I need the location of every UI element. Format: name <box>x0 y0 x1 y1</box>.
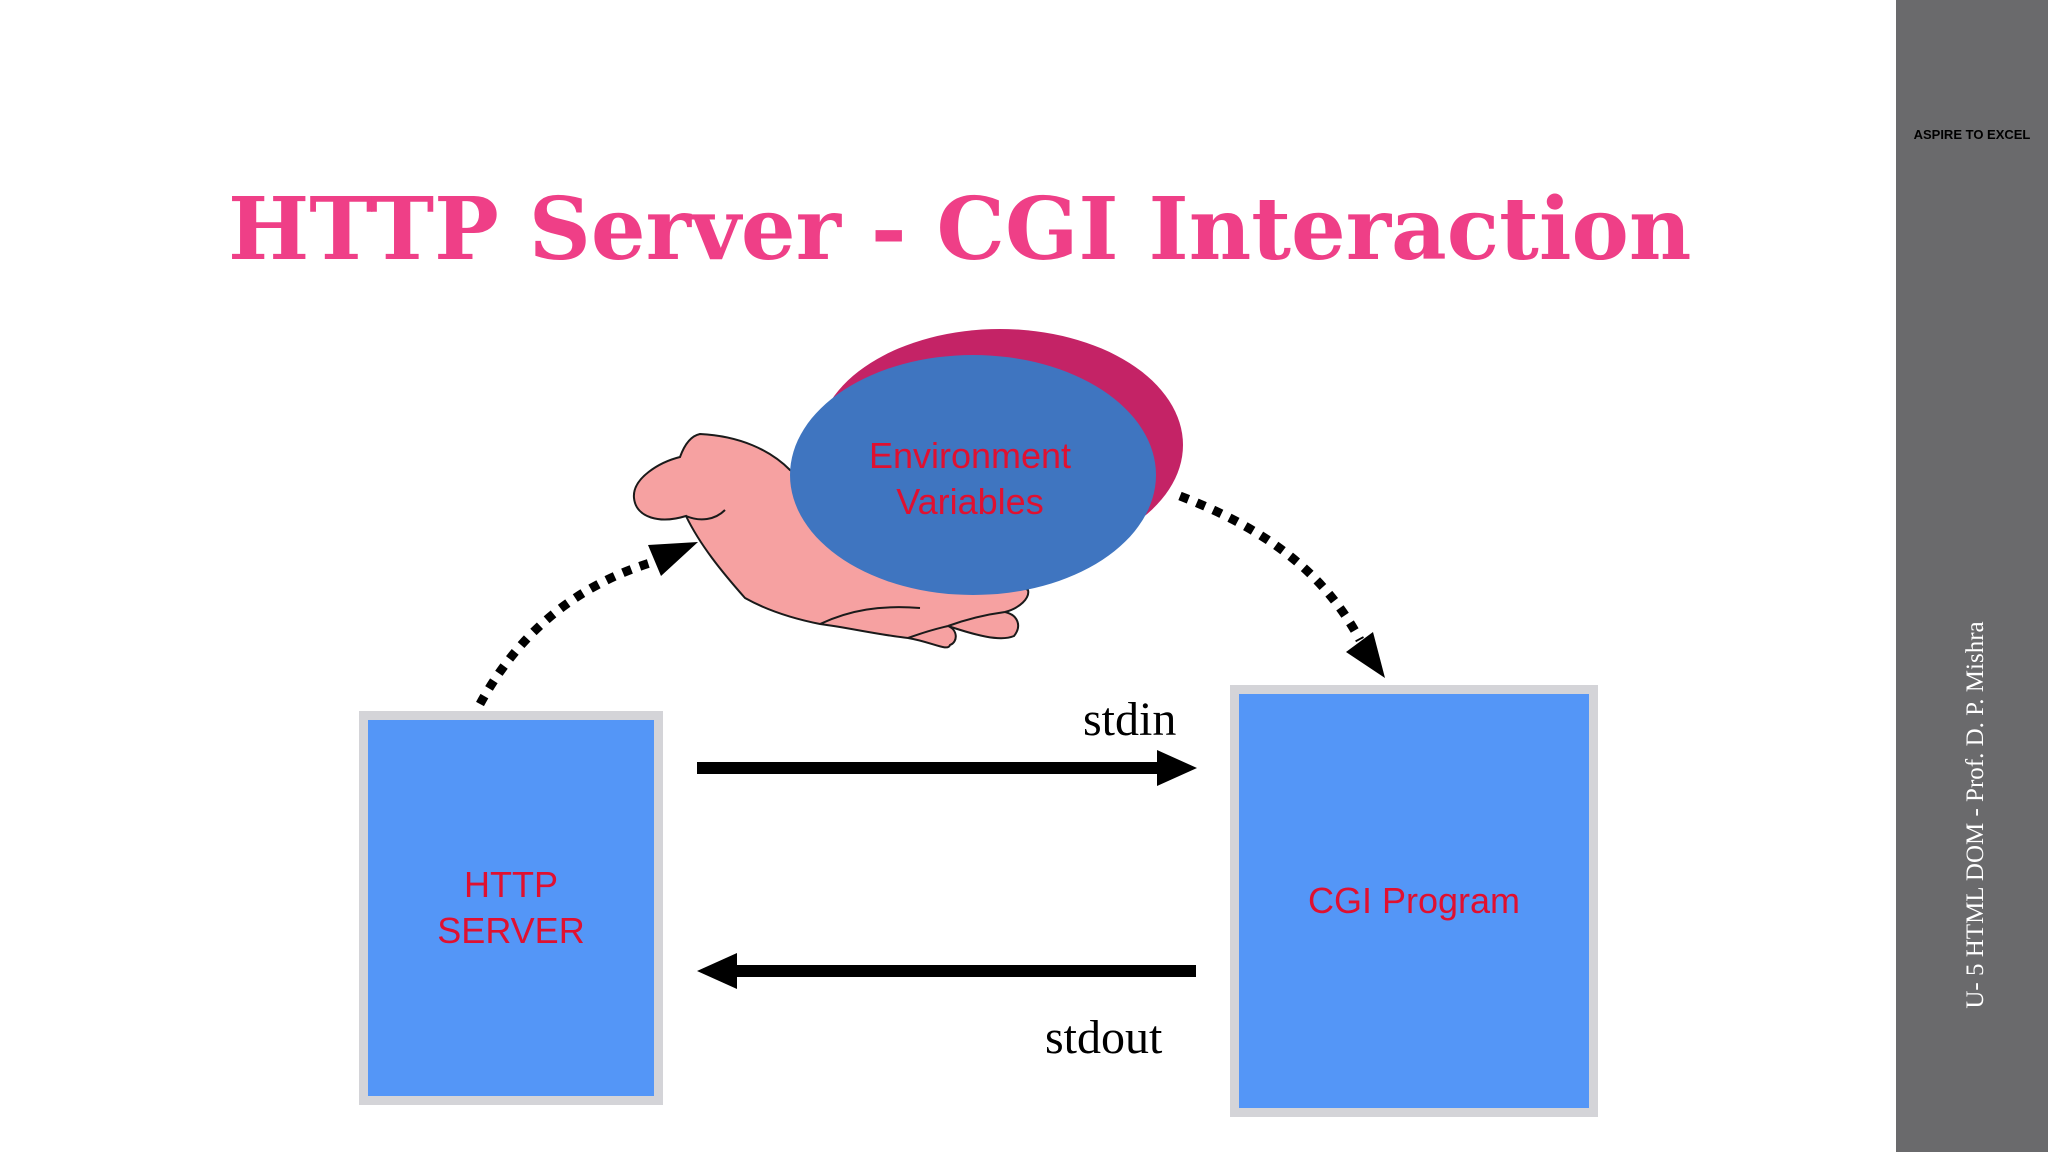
http-server-box: HTTP SERVER <box>359 711 663 1105</box>
environment-variables-label: Environment Variables <box>810 433 1130 533</box>
slide-title: HTTP Server - CGI Interaction <box>228 179 1692 280</box>
sidebar-footer-text: U- 5 HTML DOM - Prof. D. P. Mishra <box>1962 621 1989 1009</box>
dotted-arrow-server-to-env-head <box>648 542 698 576</box>
sidebar <box>1896 0 2048 1152</box>
cgi-program-box: CGI Program <box>1230 685 1598 1117</box>
hand-finger-line-2 <box>819 606 921 625</box>
http-server-label-line-1: HTTP <box>464 864 558 905</box>
stdin-label: stdin <box>1083 693 1177 746</box>
http-server-label-line-2: SERVER <box>437 910 585 951</box>
stdin-arrow-head <box>1157 750 1197 786</box>
dotted-arrow-server-to-env <box>476 555 662 707</box>
environment-variables-line-2: Variables <box>896 481 1044 522</box>
stdout-arrow-head <box>697 953 737 989</box>
hand-finger-line-1 <box>685 509 726 521</box>
dotted-arrow-env-to-cgi <box>1178 491 1364 643</box>
environment-variables-ellipse <box>790 355 1156 595</box>
stdout-label: stdout <box>1045 1011 1163 1064</box>
dotted-arrow-env-to-cgi-head <box>1346 632 1385 678</box>
hand-finger-line-4 <box>947 611 1006 627</box>
cgi-program-label: CGI Program <box>1307 880 1521 921</box>
logo-caption: ASPIRE TO EXCEL <box>1913 127 2031 142</box>
environment-variables-line-1: Environment <box>868 435 1072 476</box>
hand-finger-line-3 <box>907 625 949 639</box>
http-server-label: HTTP SERVER <box>437 862 584 954</box>
